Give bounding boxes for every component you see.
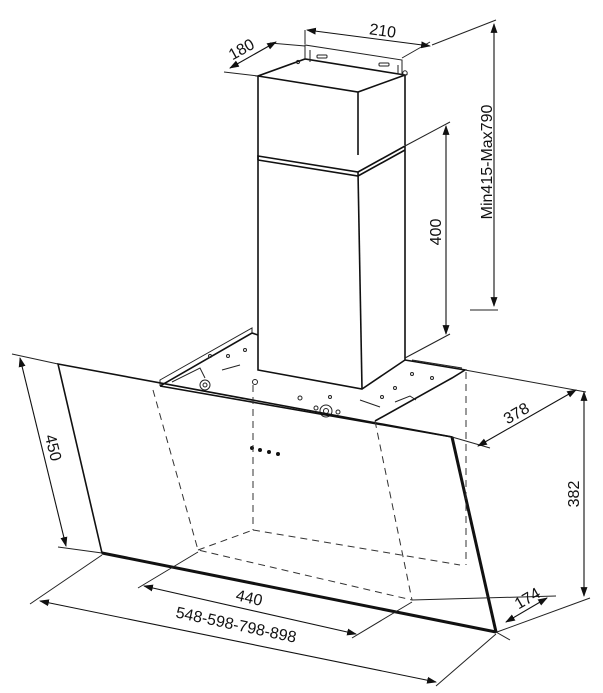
hood-body-hidden-lines bbox=[152, 372, 467, 601]
chimney-upper-section bbox=[254, 44, 409, 160]
dimension-width-options: 548-598-798-898 bbox=[29, 554, 497, 687]
inner-width-label: 440 bbox=[234, 587, 264, 610]
chimney-height-range-label: Min415-Max790 bbox=[479, 105, 496, 220]
chimney-lower-section bbox=[257, 144, 406, 390]
control-dot-icon bbox=[258, 448, 262, 452]
canopy-height-label: 382 bbox=[566, 481, 583, 508]
lower-chimney-height-label: 400 bbox=[428, 219, 445, 246]
width-options-label: 548-598-798-898 bbox=[174, 605, 298, 647]
glass-height-label: 450 bbox=[41, 433, 64, 463]
dimension-lower-chimney-height: 400 bbox=[404, 121, 451, 359]
control-dot-icon bbox=[276, 452, 280, 456]
glass-panel bbox=[56, 362, 498, 634]
dimension-chimney-height-range: Min415-Max790 bbox=[431, 19, 498, 311]
chimney-width-label: 210 bbox=[368, 21, 397, 42]
control-dot-icon bbox=[267, 450, 271, 454]
dimension-bottom-depth: 174 bbox=[411, 585, 557, 641]
dimension-chimney-depth: 180 bbox=[223, 36, 306, 77]
dimension-glass-height: 450 bbox=[11, 353, 103, 554]
canopy-top-plate bbox=[159, 327, 468, 422]
chimney-depth-label: 180 bbox=[226, 36, 258, 64]
dimension-chimney-width: 210 bbox=[304, 21, 431, 59]
dimension-canopy-depth: 378 bbox=[451, 369, 587, 449]
dimension-canopy-height: 382 bbox=[496, 391, 591, 633]
